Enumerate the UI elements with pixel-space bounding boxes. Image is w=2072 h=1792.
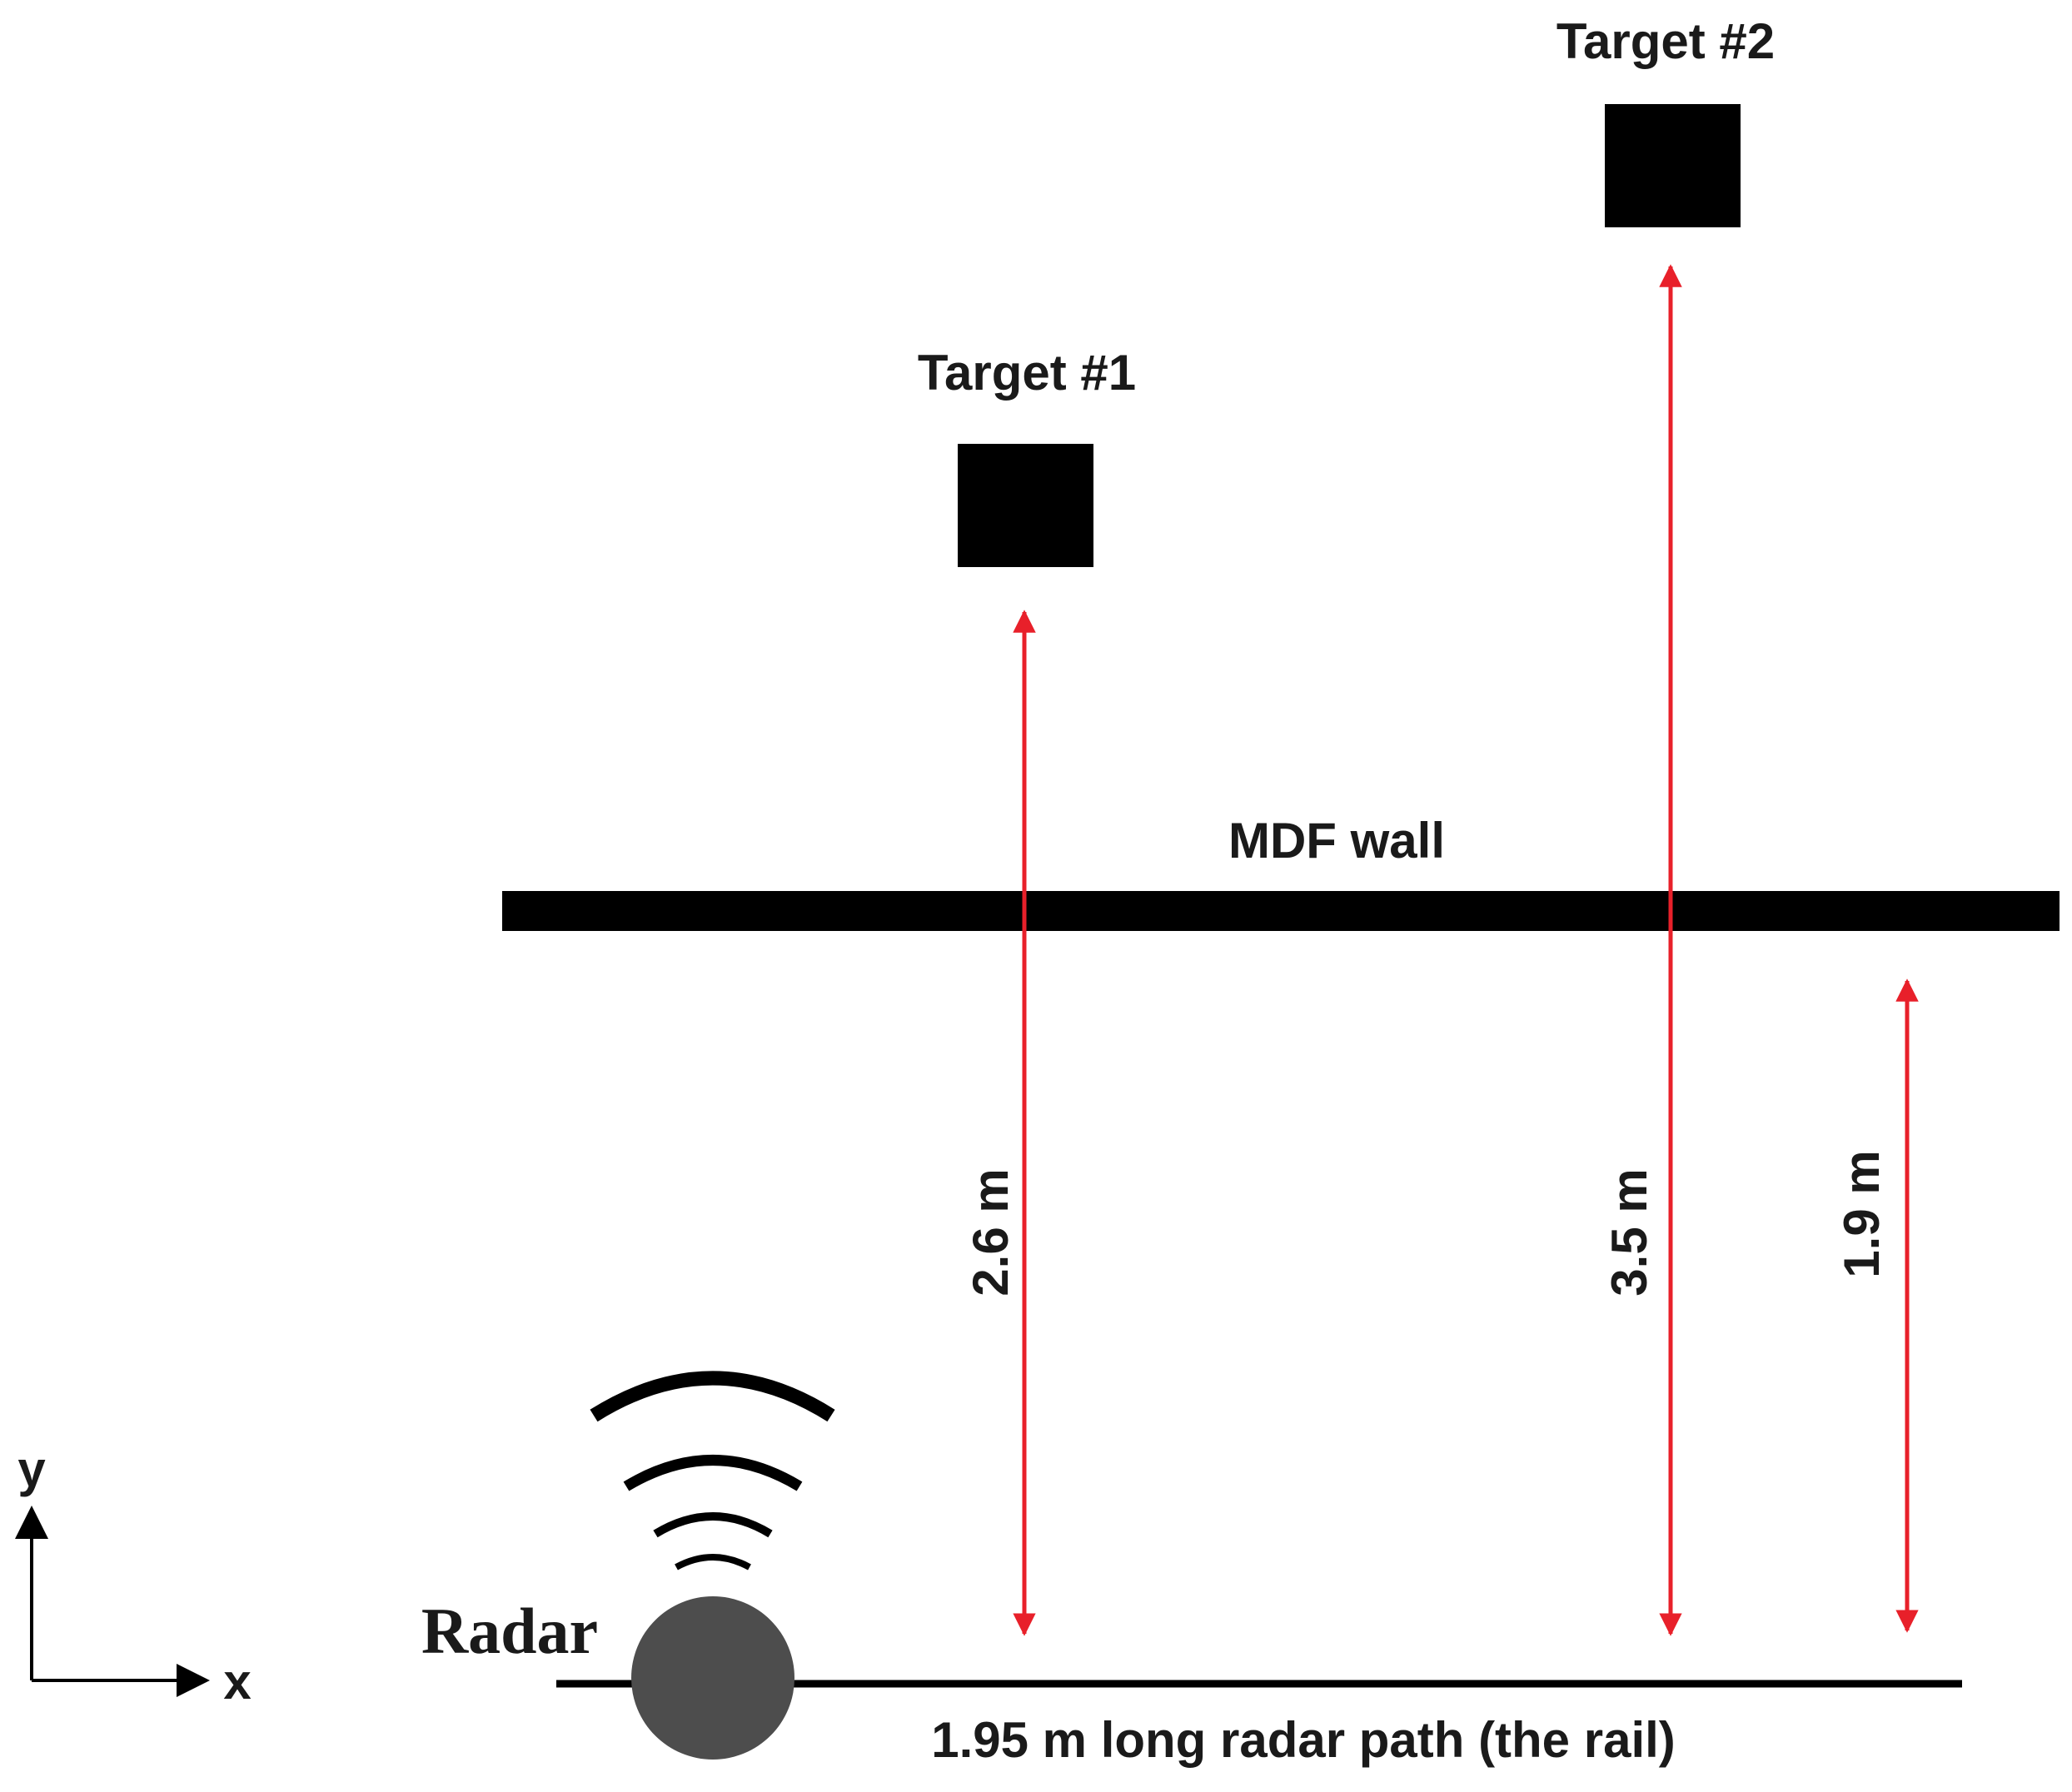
coordinate-axes: y x [14,1441,252,1710]
mdf-wall [502,891,2060,931]
y-axis-label: y [17,1441,46,1497]
target-2-box [1605,104,1741,227]
target-1-box [958,444,1093,567]
x-axis-label: x [223,1654,251,1710]
radar-body [631,1596,794,1760]
radar-label: Radar [421,1595,598,1667]
distance-label-target-2: 3.5 m [1601,1168,1657,1296]
radar-wave-icon [590,1371,835,1570]
distance-label-wall: 1.9 m [1834,1150,1890,1277]
wall-label: MDF wall [1228,813,1445,869]
distance-label-target-1: 2.6 m [963,1168,1019,1296]
target-2-label: Target #2 [1556,13,1775,69]
rail-label: 1.95 m long radar path (the rail) [931,1712,1676,1768]
target-1-label: Target #1 [918,345,1136,401]
